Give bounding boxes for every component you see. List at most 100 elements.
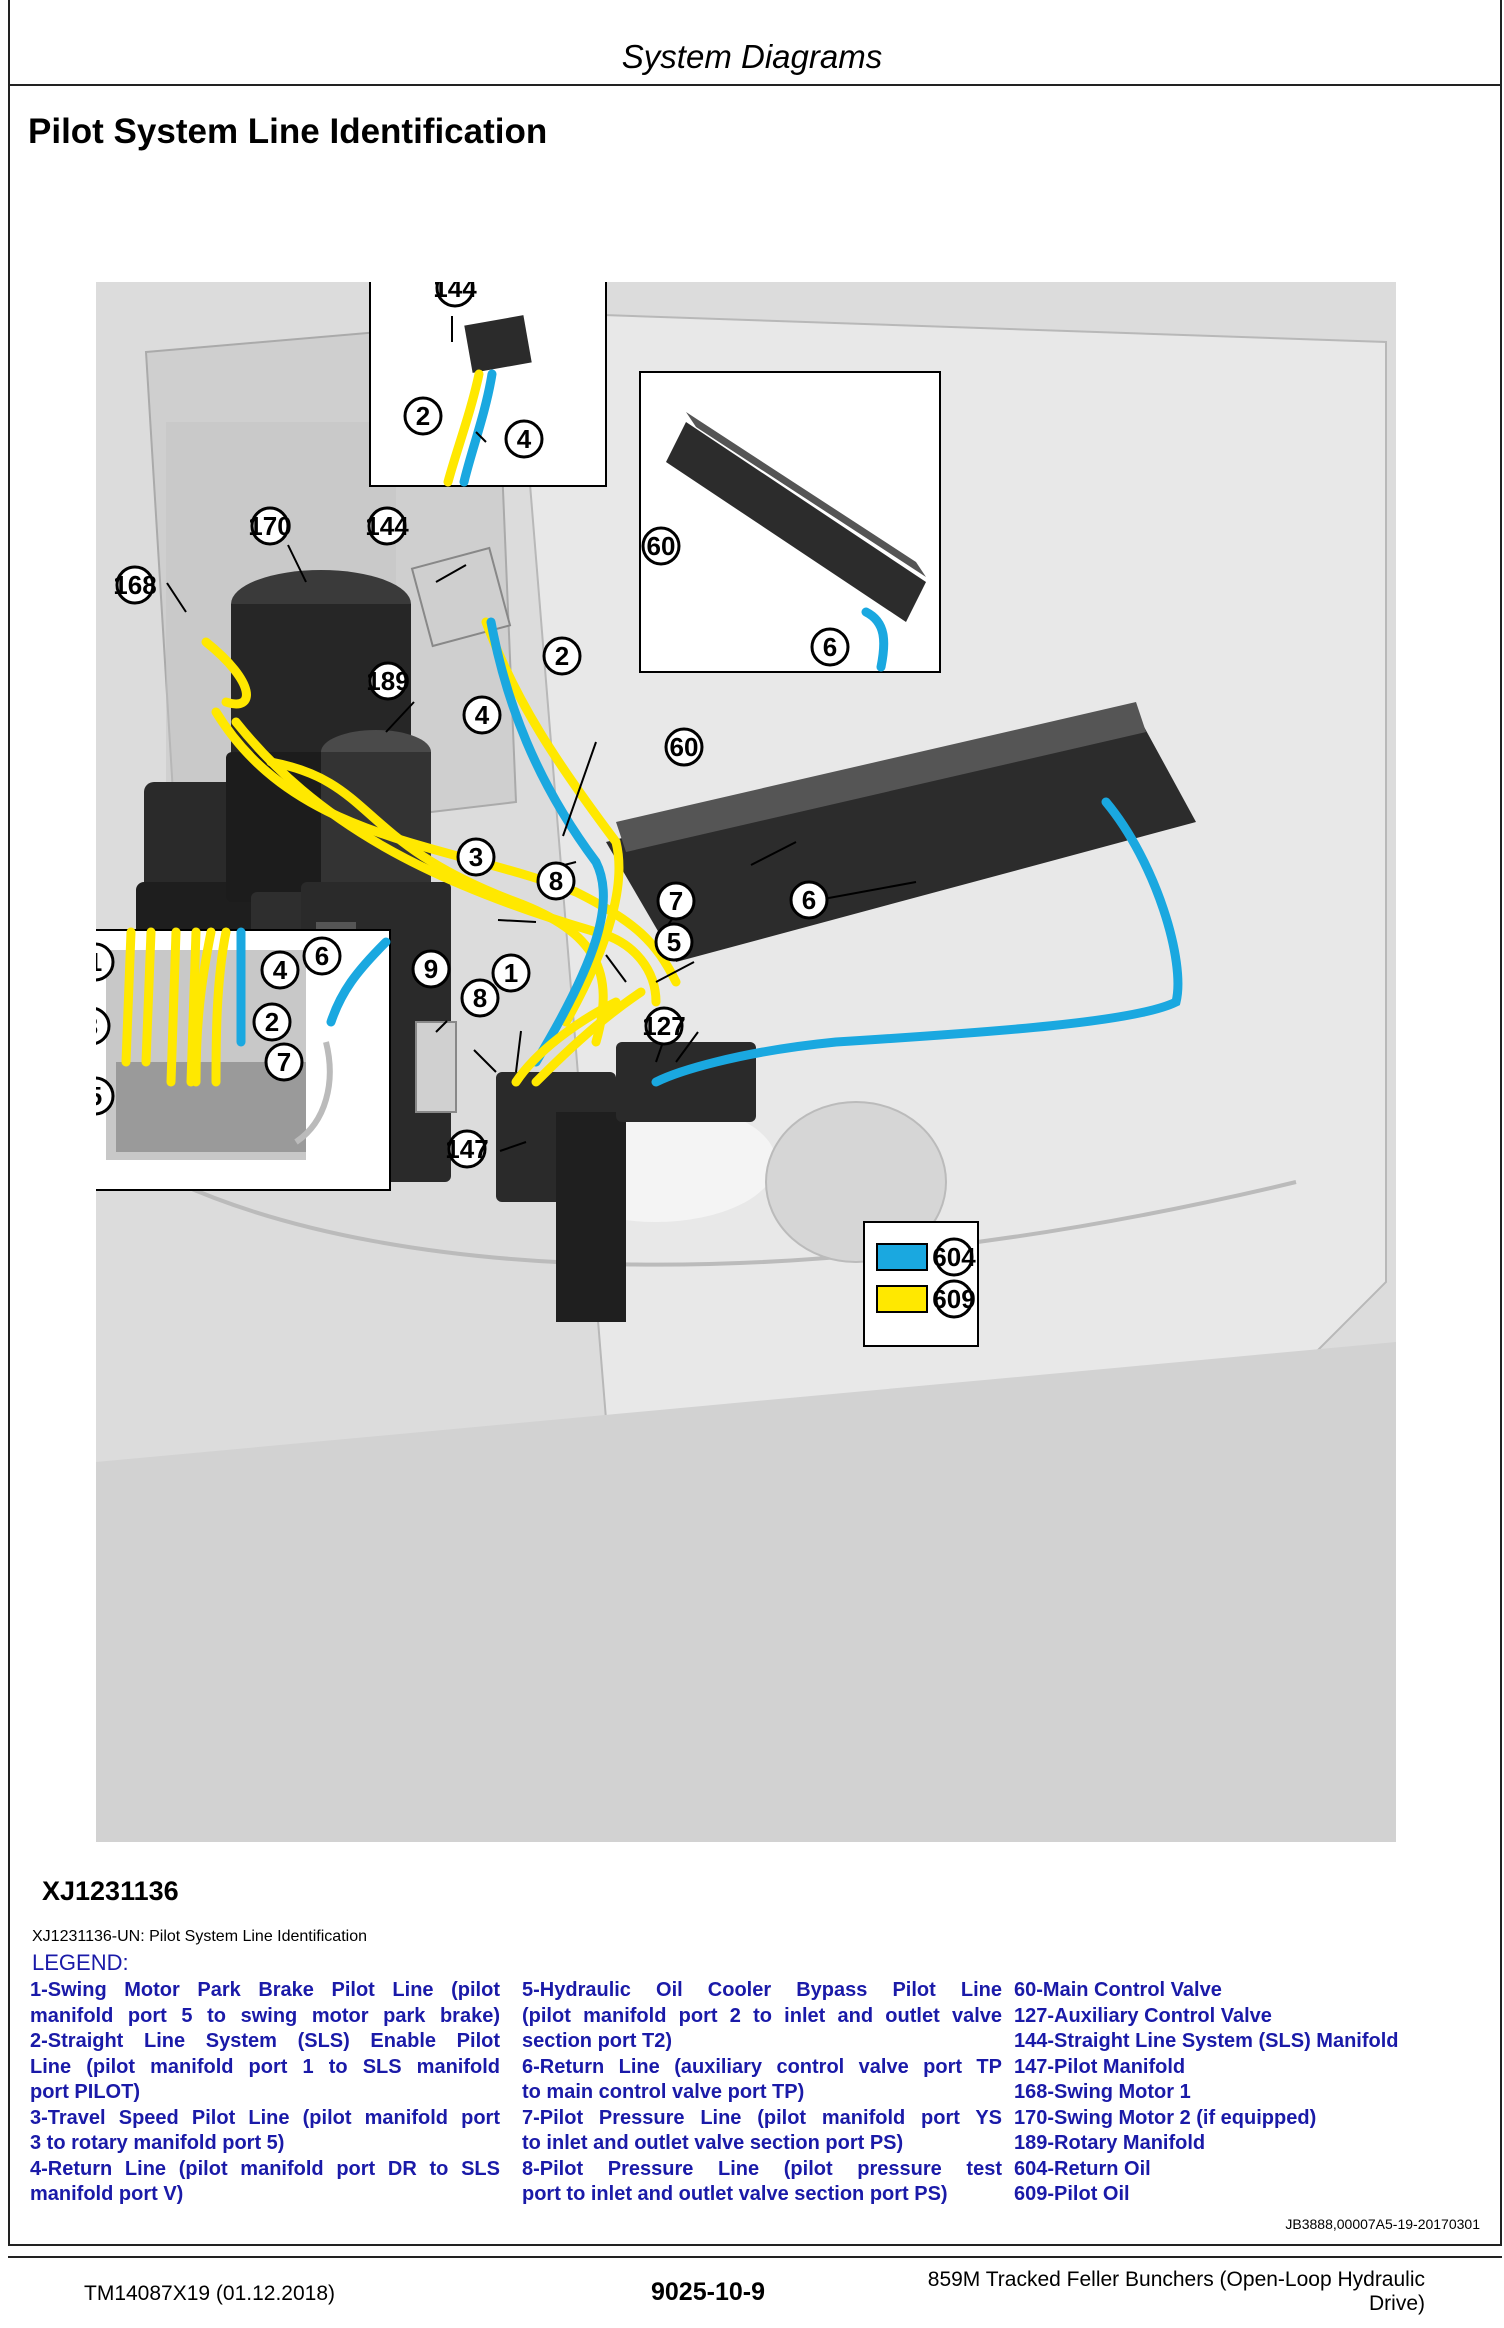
legend-line: 8-Pilot Pressure Line (pilot pressure te… <box>522 2157 1002 2180</box>
callout-2: 2 <box>542 636 582 676</box>
color-legend-box: 604 609 <box>863 1221 979 1347</box>
svg-text:6: 6 <box>823 632 837 662</box>
legend-line: 168-Swing Motor 1 <box>1014 2081 1191 2103</box>
callout-2-inset2: 2 <box>252 1002 292 1042</box>
footer-manual-number: TM14087X19 (01.12.2018) <box>84 2282 336 2305</box>
footer-divider <box>8 2256 1502 2258</box>
svg-text:4: 4 <box>475 700 490 730</box>
legend-line: 3-Travel Speed Pilot Line (pilot manifol… <box>30 2106 500 2129</box>
svg-text:2: 2 <box>265 1007 279 1037</box>
inset-sls-manifold <box>369 282 607 487</box>
svg-text:144: 144 <box>365 511 409 541</box>
svg-text:144: 144 <box>433 282 477 303</box>
callout-6-inset2: 6 <box>302 936 342 976</box>
inset-pilot-manifold <box>96 927 391 1191</box>
callout-6-inset: 6 <box>810 627 850 667</box>
callout-6: 6 <box>789 880 829 920</box>
legend-column-2: 5-Hydraulic Oil Cooler Bypass Pilot Line… <box>522 1978 1002 2208</box>
svg-text:6: 6 <box>315 941 329 971</box>
callout-5-inset: 5 <box>96 1076 115 1116</box>
callout-3: 3 <box>456 837 496 877</box>
svg-text:168: 168 <box>113 570 156 600</box>
svg-text:1: 1 <box>96 947 102 977</box>
callout-4: 4 <box>462 695 502 735</box>
legend-line: to main control valve port TP) <box>522 2081 805 2103</box>
svg-text:3: 3 <box>96 1011 98 1041</box>
document-reference: JB3888,00007A5-19-20170301 <box>1285 2216 1480 2232</box>
legend-line: manifold port 5 to swing motor park brak… <box>30 2004 500 2027</box>
legend-column-3: 60-Main Control Valve 127-Auxiliary Cont… <box>1014 1978 1484 2208</box>
pilot-oil-swatch <box>876 1285 928 1313</box>
legend-line: 2-Straight Line System (SLS) Enable Pilo… <box>30 2030 500 2052</box>
legend-line: 127-Auxiliary Control Valve <box>1014 2004 1272 2027</box>
callout-144: 144 <box>365 506 409 546</box>
callout-7: 7 <box>656 881 696 921</box>
svg-text:170: 170 <box>248 511 291 541</box>
svg-text:189: 189 <box>366 666 409 696</box>
figure-caption: XJ1231136-UN: Pilot System Line Identifi… <box>32 1928 367 1945</box>
header-divider <box>8 84 1502 86</box>
callout-4-inset2: 4 <box>260 950 300 990</box>
svg-text:5: 5 <box>96 1081 102 1111</box>
callout-4-inset: 4 <box>504 419 544 459</box>
inset-main-control-valve <box>639 371 941 673</box>
legend-line: 6-Return Line (auxiliary control valve p… <box>522 2055 1002 2078</box>
callout-1-inset: 1 <box>96 942 115 982</box>
footer-page-number: 9025-10-9 <box>651 2278 765 2306</box>
callout-1: 1 <box>491 953 531 993</box>
legend-line: to inlet and outlet valve section port P… <box>522 2132 904 2154</box>
legend-line: 4-Return Line (pilot manifold port DR to… <box>30 2157 500 2180</box>
legend-line: 7-Pilot Pressure Line (pilot manifold po… <box>522 2106 1002 2129</box>
callout-60-inset: 60 <box>641 526 681 566</box>
callout-8-lower: 8 <box>460 978 500 1018</box>
svg-text:127: 127 <box>642 1011 685 1041</box>
callout-9: 9 <box>411 949 451 989</box>
callout-7-inset: 7 <box>264 1042 304 1082</box>
footer-machine-title: 859M Tracked Feller Bunchers (Open-Loop … <box>897 2268 1425 2316</box>
callout-189: 189 <box>366 661 410 701</box>
main-control-valve-60 <box>606 702 1196 962</box>
legend-line: 147-Pilot Manifold <box>1014 2055 1186 2078</box>
svg-text:3: 3 <box>469 842 483 872</box>
svg-text:604: 604 <box>932 1242 976 1272</box>
callout-604: 604 <box>932 1237 976 1277</box>
svg-text:8: 8 <box>473 983 487 1013</box>
legend-line: 60-Main Control Valve <box>1014 1979 1222 2001</box>
legend-line: port to inlet and outlet valve section p… <box>522 2183 948 2205</box>
svg-text:2: 2 <box>555 641 569 671</box>
legend-column-1: 1-Swing Motor Park Brake Pilot Line (pil… <box>30 1978 500 2208</box>
svg-text:60: 60 <box>670 732 699 762</box>
legend-line: 189-Rotary Manifold <box>1014 2132 1206 2154</box>
callout-144-inset: 144 <box>433 282 477 308</box>
legend-line: manifold port V) <box>30 2183 184 2205</box>
svg-text:4: 4 <box>273 955 288 985</box>
pilot-manifold-147 <box>496 1072 626 1322</box>
legend-line: 170-Swing Motor 2 (if equipped) <box>1014 2106 1317 2129</box>
svg-text:5: 5 <box>667 927 681 957</box>
legend-line: 604-Return Oil <box>1014 2157 1151 2180</box>
svg-text:9: 9 <box>424 954 438 984</box>
legend-line: 5-Hydraulic Oil Cooler Bypass Pilot Line <box>522 1979 1002 2001</box>
legend-line: 3 to rotary manifold port 5) <box>30 2132 285 2154</box>
legend-line: section port T2) <box>522 2030 673 2052</box>
svg-text:60: 60 <box>647 531 676 561</box>
callout-127: 127 <box>642 1006 686 1046</box>
legend-line: 609-Pilot Oil <box>1014 2183 1130 2205</box>
footer-machine-title-line: 859M Tracked Feller Bunchers (Open-Loop … <box>927 2268 1425 2291</box>
return-oil-swatch <box>876 1243 928 1271</box>
figure-id: XJ1231136 <box>42 1876 179 1906</box>
section-title: Pilot System Line Identification <box>28 112 548 151</box>
legend-heading: LEGEND: <box>32 1950 129 1975</box>
svg-text:6: 6 <box>802 885 816 915</box>
page-frame <box>8 0 1502 2246</box>
line-1-segment <box>201 637 251 709</box>
callout-609: 609 <box>932 1279 976 1319</box>
callout-8: 8 <box>536 861 576 901</box>
footer-machine-title-line: Drive) <box>1369 2292 1425 2315</box>
legend-line: 144-Straight Line System (SLS) Manifold <box>1014 2030 1399 2052</box>
callout-2-inset: 2 <box>403 396 443 436</box>
callout-60: 60 <box>664 727 704 767</box>
callout-168: 168 <box>113 565 157 605</box>
svg-text:4: 4 <box>517 424 532 454</box>
pilot-system-illustration: .co circle { fill:#fff; stroke:#000; str… <box>96 282 1396 1842</box>
